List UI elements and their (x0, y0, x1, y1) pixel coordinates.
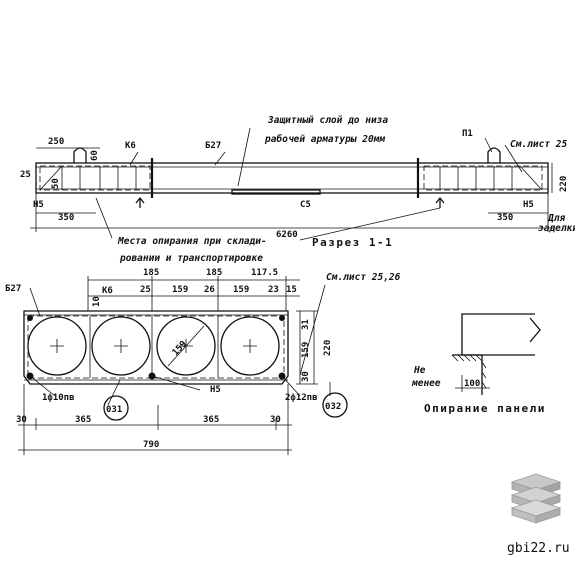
label-c5: С5 (300, 200, 311, 210)
note-protective-layer-1: Защитный слой до низа (267, 115, 388, 126)
support-title: Опирание панели (424, 402, 546, 415)
label-bar-left: 1ф10пв (42, 393, 75, 403)
label-h5-left: Н5 (33, 200, 44, 210)
dim-350-left: 350 (58, 213, 74, 223)
dim-30-left: 30 (16, 415, 27, 425)
dim-159-c: 159 (301, 342, 311, 358)
dim-23: 23 (268, 285, 279, 295)
dim-185-b: 185 (206, 268, 222, 278)
dim-117-5: 117.5 (251, 268, 278, 278)
label-p1: П1 (462, 129, 473, 139)
label-k6: К6 (125, 141, 136, 151)
panel-support-detail: Не менее 100 Опирание панели (411, 313, 546, 415)
dim-6260: 6260 (276, 230, 298, 240)
dim-365-b: 365 (203, 415, 219, 425)
note-protective-layer-2: рабочей арматуры 20мм (264, 134, 385, 145)
panel-elevation: 250 К6 60 Б27 25 50 Н5 Н5 350 350 С5 220… (20, 115, 575, 264)
dim-220: 220 (559, 176, 569, 192)
dim-30-right: 30 (270, 415, 281, 425)
dim-790: 790 (143, 440, 159, 450)
label-bar-right: 2ф12пв (285, 393, 318, 403)
dim-50: 50 (51, 178, 61, 189)
dim-159-b: 159 (233, 285, 249, 295)
dim-15: 15 (286, 285, 297, 295)
dim-31: 31 (301, 319, 311, 330)
label-b27: Б27 (205, 141, 221, 151)
site-watermark: gbi22.ru (507, 541, 570, 556)
dim-159-a: 159 (172, 285, 188, 295)
note-supports-1: Места опирания при склади- (117, 236, 267, 247)
section-title: Разрез 1-1 (312, 236, 393, 249)
dim-185-a: 185 (143, 268, 159, 278)
dim-60: 60 (90, 150, 100, 161)
dim-25: 25 (20, 170, 31, 180)
callout-032 (322, 392, 348, 418)
dim-10: 10 (92, 296, 102, 307)
note-see-sheet: См.лист 25 (510, 139, 567, 150)
dim-30: 30 (301, 371, 311, 382)
note-supports-2: ровании и транспортировке (119, 253, 263, 264)
panel-cross-section: Б27 10 К6 25 26 185 185 117.5 159 159 23… (5, 268, 401, 455)
label-b27: Б27 (5, 284, 21, 294)
note-for-1: Для (547, 213, 565, 224)
label-k6: К6 (102, 286, 113, 296)
dim-220: 220 (323, 340, 333, 356)
note-see-sheet: См.лист 25,26 (326, 272, 401, 283)
label-h5: Н5 (210, 385, 221, 395)
note-not-less-2: менее (411, 378, 441, 389)
dim-100: 100 (464, 379, 480, 389)
label-h5-right: Н5 (523, 200, 534, 210)
dim-350-right: 350 (497, 213, 513, 223)
note-not-less-1: Не (413, 365, 426, 376)
dim-26: 26 (204, 285, 215, 295)
dim-365-a: 365 (75, 415, 91, 425)
callout-031 (103, 395, 129, 421)
tag-032: 032 (325, 402, 341, 412)
note-for-2: заделки (538, 223, 575, 234)
dim-250: 250 (48, 137, 64, 147)
dim-25: 25 (140, 285, 151, 295)
site-logo (510, 473, 562, 524)
tag-031: 031 (106, 405, 122, 415)
